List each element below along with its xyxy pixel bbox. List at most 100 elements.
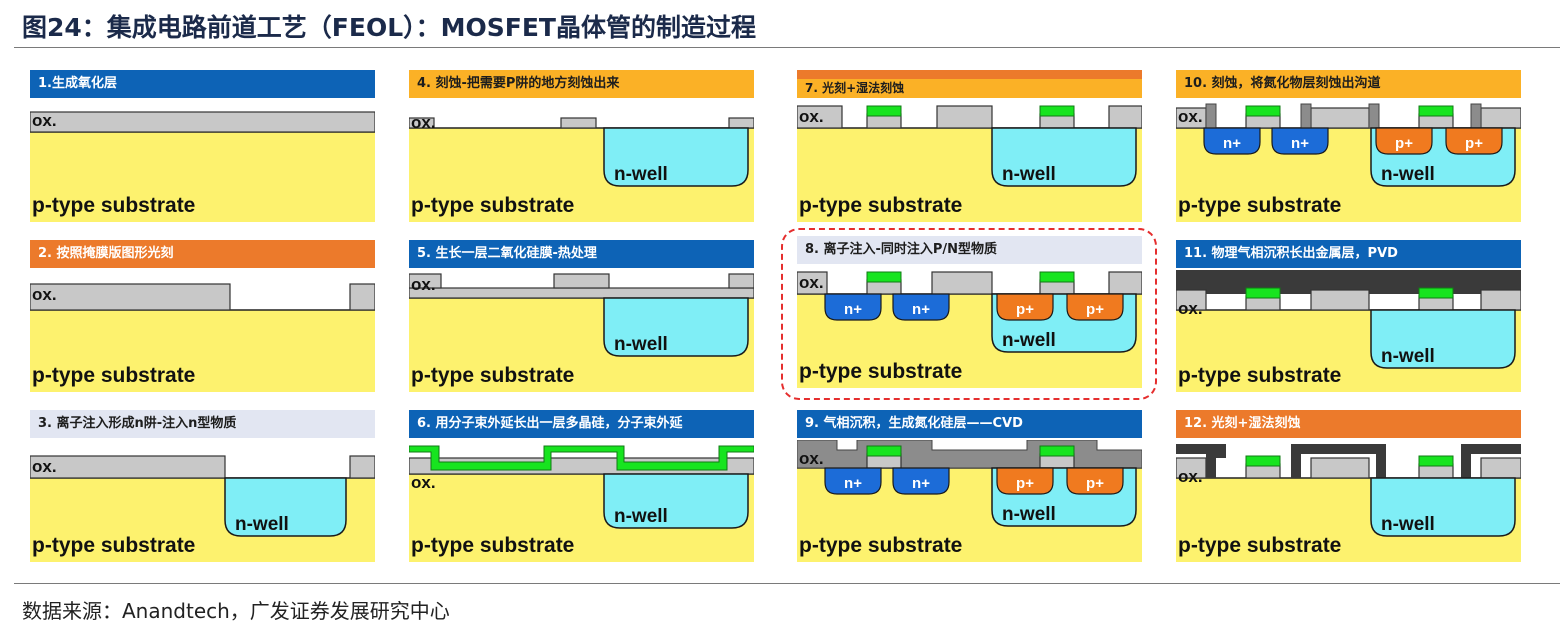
oxide-block — [1310, 107, 1370, 129]
oxide-block — [1480, 107, 1521, 129]
step-8-panel: 8. 离子注入-同时注入P/N型物质 n-well n+ n+ p+ p+ ox. p-ty… — [797, 236, 1142, 388]
step-12-header: 12. 光刻+湿法刻蚀 — [1176, 410, 1521, 438]
substrate-label: p-type substrate — [32, 194, 195, 217]
n-well-label: n-well — [614, 334, 668, 355]
oxide-block — [1310, 289, 1370, 311]
p-plus-region-label: p+ — [1086, 475, 1104, 492]
step-10-header: 10. 刻蚀，将氮化物层刻蚀出沟道 — [1176, 70, 1521, 98]
oxide-label: ox. — [799, 107, 824, 126]
n-well-region — [1370, 477, 1516, 537]
step-3-header: 3. 离子注入形成n阱-注入n型物质 — [30, 410, 375, 438]
n-well-region — [224, 477, 347, 537]
figure-title: 图24：集成电路前道工艺（FEOL）：MOSFET晶体管的制造过程 — [22, 13, 756, 42]
n-well-region — [603, 297, 749, 357]
substrate-label: p-type substrate — [1178, 534, 1341, 557]
n-well-label: n-well — [1381, 514, 1435, 535]
oxide-block — [797, 271, 828, 295]
oxide-block — [797, 105, 843, 129]
n-plus-region — [1271, 127, 1329, 155]
step-5-header: 5. 生长一层二氧化硅膜-热处理 — [409, 240, 754, 268]
oxide-block — [728, 273, 754, 289]
p-plus-region-label: p+ — [1016, 475, 1034, 492]
substrate-label: p-type substrate — [799, 194, 962, 217]
substrate-label: p-type substrate — [411, 364, 574, 387]
step-2-panel: 2. 按照掩膜版图形光刻 ox.p-type substrate — [30, 240, 375, 392]
n-plus-region — [892, 467, 950, 495]
n-well-label: n-well — [1002, 330, 1056, 351]
p-plus-region — [996, 293, 1054, 321]
n-plus-region — [824, 293, 882, 321]
polysilicon-layer — [409, 445, 754, 471]
n-plus-region-label: n+ — [1291, 135, 1309, 152]
p-plus-region-label: p+ — [1016, 301, 1034, 318]
step-7-header: 7. 光刻+湿法刻蚀 — [797, 70, 1142, 98]
step-8-header: 8. 离子注入-同时注入P/N型物质 — [797, 236, 1142, 264]
nitride-spacers — [1205, 103, 1482, 129]
p-type-substrate — [30, 310, 375, 392]
n-plus-region-label: n+ — [912, 475, 930, 492]
n-well-label: n-well — [1381, 346, 1435, 367]
n-plus-region — [824, 467, 882, 495]
p-plus-region-label: p+ — [1465, 135, 1483, 152]
oxide-label: ox. — [411, 113, 436, 132]
oxide-block — [553, 273, 610, 289]
n-plus-region-label: n+ — [844, 475, 862, 492]
polysilicon-gate — [1039, 105, 1075, 117]
step-11-cross-section: n-well ox. p-type substrate — [1176, 270, 1521, 392]
oxide-label: ox. — [1178, 299, 1203, 318]
oxide-label: ox. — [799, 273, 824, 292]
p-plus-region — [1066, 467, 1124, 495]
n-plus-region — [1203, 127, 1261, 155]
p-plus-region — [1445, 127, 1503, 155]
substrate-label: p-type substrate — [411, 534, 574, 557]
polysilicon-gate — [1039, 445, 1075, 457]
oxide-block — [30, 455, 226, 479]
oxide-block — [728, 117, 754, 129]
step-4-header: 4. 刻蚀-把需要P阱的地方刻蚀出来 — [409, 70, 754, 98]
oxide-label: ox. — [411, 275, 436, 294]
polysilicon-gate — [1245, 287, 1281, 299]
oxide-block — [1480, 457, 1521, 479]
substrate-label: p-type substrate — [799, 534, 962, 557]
step-2-cross-section: ox. p-type substrate — [30, 283, 375, 392]
n-plus-region-label: n+ — [912, 301, 930, 318]
substrate-label: p-type substrate — [1178, 364, 1341, 387]
oxide-label: ox. — [32, 285, 57, 304]
p-plus-region — [1375, 127, 1433, 155]
oxide-block — [1310, 457, 1370, 479]
step-9-header: 9. 气相沉积，生成氮化硅层——CVD — [797, 410, 1142, 438]
polysilicon-gate — [1418, 287, 1454, 299]
oxide-block — [409, 273, 442, 289]
p-plus-region-label: p+ — [1086, 301, 1104, 318]
substrate-label: p-type substrate — [32, 534, 195, 557]
step-6-header: 6. 用分子束外延长出一层多晶硅，分子束外延 — [409, 410, 754, 438]
substrate-label: p-type substrate — [411, 194, 574, 217]
step-8-cross-section: n-well n+ n+ p+ p+ ox. p-type substrate — [797, 271, 1142, 388]
step-7-header-text: 7. 光刻+湿法刻蚀 — [805, 81, 905, 95]
substrate-label: p-type substrate — [32, 364, 195, 387]
substrate-label: p-type substrate — [799, 360, 962, 383]
oxide-label: ox. — [1178, 467, 1203, 486]
oxide-label: ox. — [1178, 107, 1203, 126]
n-plus-region-label: n+ — [844, 301, 862, 318]
n-well-region — [603, 473, 749, 529]
n-well-label: n-well — [614, 506, 668, 527]
oxide-block — [30, 283, 231, 311]
footer-divider — [14, 583, 1560, 584]
polysilicon-gate — [1418, 105, 1454, 117]
n-plus-region-label: n+ — [1223, 135, 1241, 152]
p-plus-region-label: p+ — [1395, 135, 1413, 152]
oxide-label: ox. — [32, 111, 57, 130]
oxide-block — [349, 283, 375, 311]
